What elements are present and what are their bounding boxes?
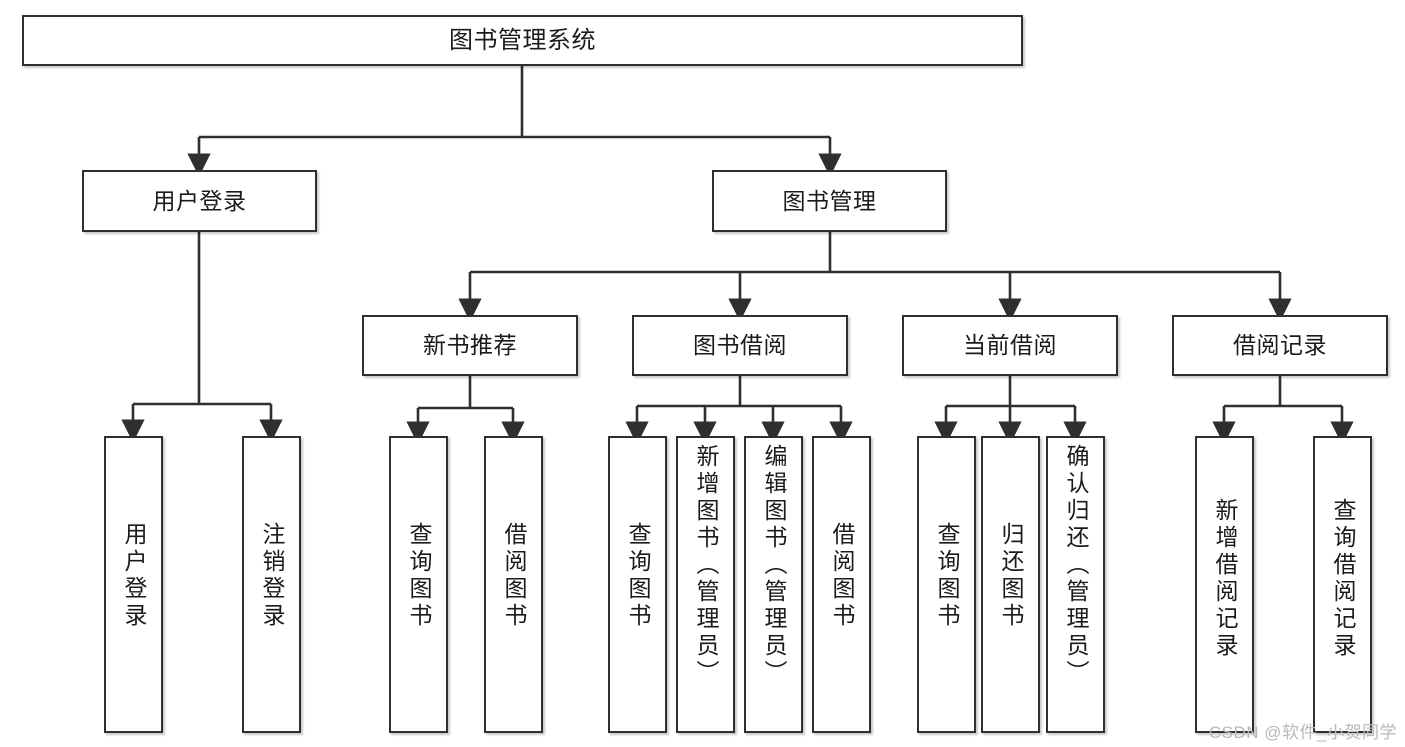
node-label: 借阅图书 — [501, 522, 527, 630]
node-label: 当前借阅 — [963, 332, 1057, 359]
node-label: 编辑图书（管理员） — [761, 444, 787, 687]
leaf-user-login-login[interactable]: 用户登录 — [104, 436, 163, 733]
leaf-current-borrow-query-book[interactable]: 查询图书 — [917, 436, 976, 733]
node-label: 图书借阅 — [693, 332, 787, 359]
node-label: 新增图书（管理员） — [693, 444, 719, 687]
leaf-new-book-borrow-book[interactable]: 借阅图书 — [484, 436, 543, 733]
node-label: 查询图书 — [934, 522, 960, 630]
leaf-book-borrow-query-book[interactable]: 查询图书 — [608, 436, 667, 733]
node-current-borrow[interactable]: 当前借阅 — [902, 315, 1118, 376]
node-label: 归还图书 — [998, 522, 1024, 630]
leaf-book-borrow-borrow-book[interactable]: 借阅图书 — [812, 436, 871, 733]
node-label: 新增借阅记录 — [1212, 498, 1238, 660]
node-label: 查询图书 — [406, 522, 432, 630]
node-new-book-recommend[interactable]: 新书推荐 — [362, 315, 578, 376]
leaf-borrow-record-add-record[interactable]: 新增借阅记录 — [1195, 436, 1254, 733]
leaf-current-borrow-confirm-return-admin[interactable]: 确认归还（管理员） — [1046, 436, 1105, 733]
node-label: 查询图书 — [625, 522, 651, 630]
node-book-management[interactable]: 图书管理 — [712, 170, 947, 232]
node-label: 用户登录 — [152, 187, 247, 214]
node-label: 图书管理系统 — [449, 26, 596, 54]
leaf-book-borrow-add-book-admin[interactable]: 新增图书（管理员） — [676, 436, 735, 733]
leaf-user-login-logout[interactable]: 注销登录 — [242, 436, 301, 733]
node-label: 借阅记录 — [1233, 332, 1327, 359]
node-label: 图书管理 — [782, 187, 877, 214]
leaf-book-borrow-edit-book-admin[interactable]: 编辑图书（管理员） — [744, 436, 803, 733]
watermark: CSDN @软件_小贺同学 — [1208, 723, 1397, 742]
node-label: 注销登录 — [259, 522, 285, 630]
node-user-login[interactable]: 用户登录 — [82, 170, 317, 232]
node-root-system[interactable]: 图书管理系统 — [22, 15, 1023, 66]
leaf-current-borrow-return-book[interactable]: 归还图书 — [981, 436, 1040, 733]
node-label: 查询借阅记录 — [1330, 498, 1356, 660]
leaf-new-book-query-book[interactable]: 查询图书 — [389, 436, 448, 733]
node-label: 确认归还（管理员） — [1063, 444, 1089, 687]
leaf-borrow-record-query-record[interactable]: 查询借阅记录 — [1313, 436, 1372, 733]
node-book-borrow[interactable]: 图书借阅 — [632, 315, 848, 376]
node-borrow-record[interactable]: 借阅记录 — [1172, 315, 1388, 376]
node-label: 新书推荐 — [423, 332, 517, 359]
node-label: 用户登录 — [121, 522, 147, 630]
node-label: 借阅图书 — [829, 522, 855, 630]
